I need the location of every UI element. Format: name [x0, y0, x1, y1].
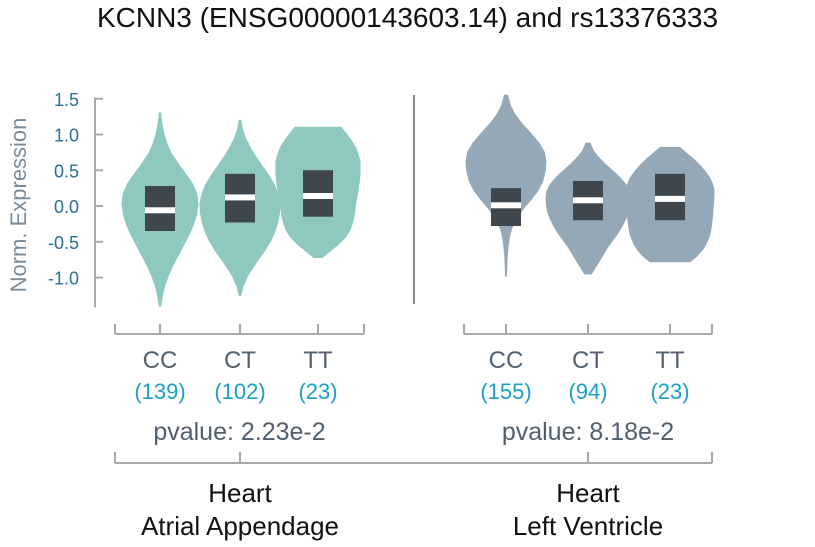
median-bar [573, 197, 603, 204]
tissue-name-line1: Heart [556, 478, 620, 508]
sample-count: (139) [134, 379, 185, 404]
pvalue-label: pvalue: 8.18e-2 [502, 418, 674, 446]
tissue-name-line2: Left Ventricle [513, 511, 663, 541]
violin-cc [465, 94, 547, 277]
tissue-name-line2: Atrial Appendage [141, 511, 339, 541]
sample-count: (23) [298, 379, 337, 404]
genotype-label: CT [224, 347, 256, 374]
x-axis: CC (139) CT (102) TT (23) CC (155) CT (94) TT (23) [114, 324, 713, 404]
y-tick-label: 1.0 [54, 126, 79, 146]
sample-count: (94) [568, 379, 607, 404]
median-bar [491, 202, 521, 209]
genotype-label: CC [489, 347, 524, 374]
y-tick-label: 0.5 [54, 161, 79, 181]
median-bar [303, 192, 333, 199]
median-bar [145, 207, 175, 214]
genotype-label: CT [572, 347, 604, 374]
y-axis-label: Norm. Expression [6, 118, 31, 293]
violins [121, 94, 715, 307]
genotype-label: TT [303, 347, 333, 374]
genotype-label: CC [143, 347, 178, 374]
y-axis: 1.5 1.0 0.5 0.0 -0.5 -1.0 [48, 90, 103, 308]
sample-count: (155) [480, 379, 531, 404]
y-tick-label: 0.0 [54, 197, 79, 217]
sample-count: (102) [214, 379, 265, 404]
y-tick-label: -0.5 [48, 233, 79, 253]
y-tick-label: -1.0 [48, 269, 79, 289]
tissue-name-line1: Heart [208, 478, 272, 508]
sample-count: (23) [650, 379, 689, 404]
pvalue-label: pvalue: 2.23e-2 [153, 418, 325, 446]
y-tick-label: 1.5 [54, 90, 79, 110]
genotype-label: TT [655, 347, 685, 374]
chart-title: KCNN3 (ENSG00000143603.14) and rs1337633… [96, 2, 719, 33]
median-bar [655, 195, 685, 202]
median-bar [225, 194, 255, 201]
